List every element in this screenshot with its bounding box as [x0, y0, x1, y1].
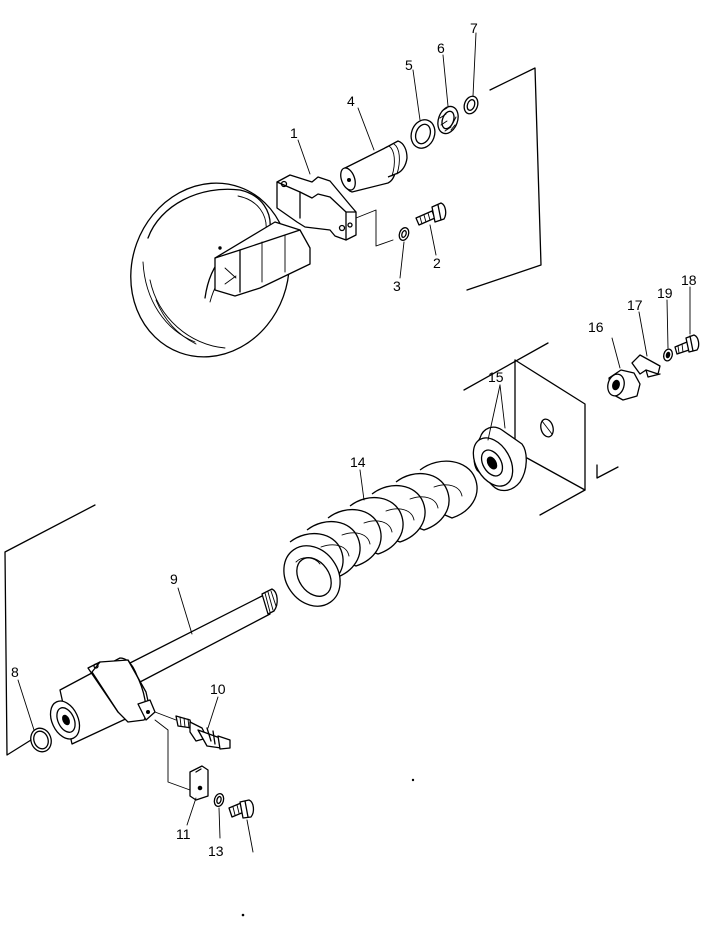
bolt-upper	[415, 202, 447, 226]
callout-15: 15	[488, 369, 504, 385]
callout-1: 1	[290, 125, 298, 141]
snap-ring	[463, 95, 479, 115]
pin	[340, 140, 408, 193]
washer-upper	[398, 227, 410, 241]
cylinder-rod	[129, 588, 278, 683]
bearing-block	[214, 174, 357, 297]
grease-valve	[154, 711, 231, 750]
group-bracket-upper	[466, 67, 542, 291]
spring-seat	[472, 426, 527, 492]
bolt-lock	[674, 334, 700, 355]
cylinder-body	[49, 657, 156, 745]
callout-13: 13	[208, 843, 224, 859]
bolt-lower	[228, 799, 255, 819]
callout-18: 18	[681, 272, 697, 288]
mounting-plate	[154, 719, 209, 801]
spring-bracket	[463, 342, 619, 516]
speck-2	[241, 913, 245, 917]
callout-9: 9	[170, 571, 178, 587]
callout-6: 6	[437, 40, 445, 56]
bearing	[437, 105, 459, 135]
lock-plate	[631, 354, 661, 378]
leader-lines	[17, 32, 691, 853]
callout-16: 16	[588, 319, 604, 335]
recoil-spring	[283, 460, 478, 607]
lock-washer	[663, 348, 673, 362]
o-ring	[30, 727, 52, 753]
seal-ring	[410, 119, 436, 149]
callout-10: 10	[210, 681, 226, 697]
nut	[607, 369, 641, 401]
speck-1	[411, 778, 415, 782]
callout-5: 5	[405, 57, 413, 73]
callout-2: 2	[433, 255, 441, 271]
callout-7: 7	[470, 20, 478, 36]
callout-17: 17	[627, 297, 643, 313]
callout-8: 8	[11, 664, 19, 680]
washer-lower	[213, 792, 225, 808]
callout-19: 19	[657, 285, 673, 301]
callout-11: 11	[176, 826, 191, 842]
callout-3: 3	[393, 278, 401, 294]
callout-labels: 1 2 3 4 5 6 7 8 9 10 11 13 14 15 16 17 1…	[11, 20, 697, 859]
callout-4: 4	[347, 93, 355, 109]
leader-bracket-link	[355, 209, 394, 247]
group-bracket-lower	[4, 504, 96, 756]
callout-14: 14	[350, 454, 366, 470]
